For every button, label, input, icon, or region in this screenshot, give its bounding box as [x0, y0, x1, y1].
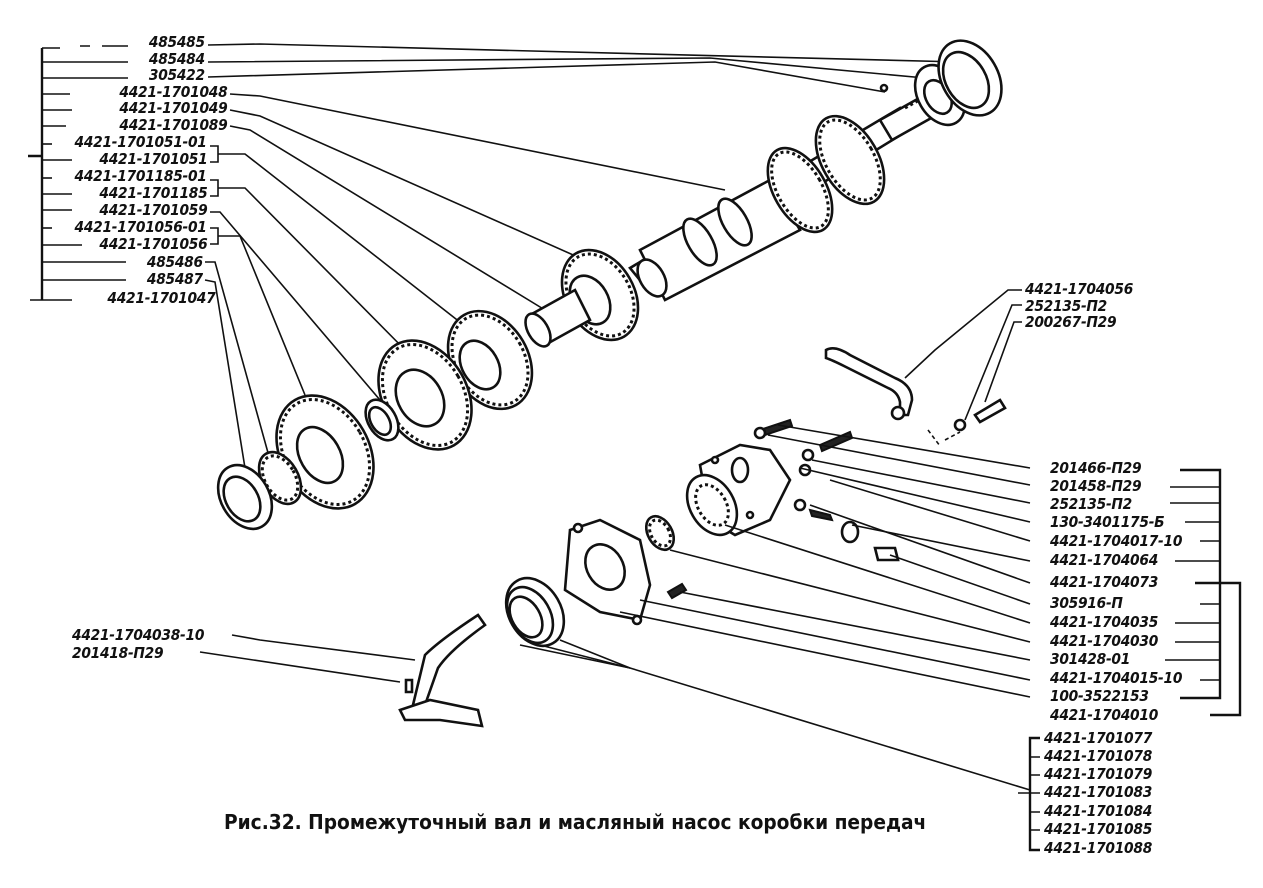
part-label: 201458-П29	[1050, 477, 1142, 495]
part-label: 201418-П29	[72, 644, 164, 662]
left-leader-lines	[204, 43, 961, 469]
part-label: 4421-1704064	[1050, 551, 1159, 569]
oil-pump	[504, 418, 900, 648]
part-label: 301428-01	[1050, 650, 1131, 668]
part-label: 4421-1704010	[1050, 706, 1159, 724]
upper-oil-tube	[824, 289, 1022, 447]
part-label: 4421-1704056	[1025, 280, 1134, 298]
part-label: 200267-П29	[1025, 313, 1117, 331]
part-label: 4421-1701084	[1044, 802, 1153, 820]
part-label: 201466-П29	[1050, 459, 1142, 477]
lower-oil-tube	[199, 613, 487, 728]
part-label: 4421-1701078	[1044, 747, 1153, 765]
rear-bearing	[879, 39, 1003, 127]
part-label: 4421-1701089	[118, 116, 227, 134]
part-label: 252135-П2	[1025, 297, 1108, 315]
part-label: 4421-1701185	[98, 184, 207, 202]
part-label: 4421-1701088	[1044, 839, 1153, 857]
part-label: 4421-1701059	[98, 201, 207, 219]
part-label: 4421-1701077	[1044, 729, 1153, 747]
part-label: 4421-1704035	[1050, 613, 1159, 631]
part-label: 485485	[149, 33, 205, 51]
part-label: 305916-П	[1050, 594, 1123, 612]
part-label: 4421-1701056-01	[74, 218, 207, 236]
part-label: 4421-1701056	[98, 235, 207, 253]
part-label: 4421-1704015-10	[1050, 669, 1183, 687]
left-bracket-lines	[28, 45, 228, 301]
front-gears	[216, 248, 640, 531]
part-label: 100-3522153	[1050, 687, 1149, 705]
part-label: 4421-1701185-01	[74, 167, 207, 185]
part-label: 4421-1701051	[98, 150, 207, 168]
part-label: 485486	[147, 253, 203, 271]
part-label: 4421-1701051-01	[74, 133, 207, 151]
part-label: 252135-П2	[1050, 495, 1133, 513]
part-label: 4421-1701079	[1044, 765, 1153, 783]
part-label: 4421-1701083	[1044, 783, 1153, 801]
part-label: 305422	[149, 66, 205, 84]
part-label: 4421-1701049	[118, 99, 227, 117]
part-label: 130-3401175-Б	[1050, 513, 1165, 531]
part-label: 4421-1704017-10	[1050, 532, 1183, 550]
part-label: 4421-1701048	[118, 83, 227, 101]
part-label: 4421-1701085	[1044, 820, 1153, 838]
part-label: 4421-1704073	[1050, 573, 1159, 591]
part-label: 4421-1701047	[106, 289, 215, 307]
part-label: 485487	[147, 270, 203, 288]
countershaft	[628, 90, 944, 302]
figure-caption: Рис.32. Промежуточный вал и масляный нас…	[224, 810, 927, 834]
part-label: 4421-1704038-10	[72, 626, 205, 644]
part-label: 4421-1704030	[1050, 632, 1159, 650]
part-label: 485484	[149, 50, 205, 68]
right-leader-lines	[519, 424, 1242, 852]
